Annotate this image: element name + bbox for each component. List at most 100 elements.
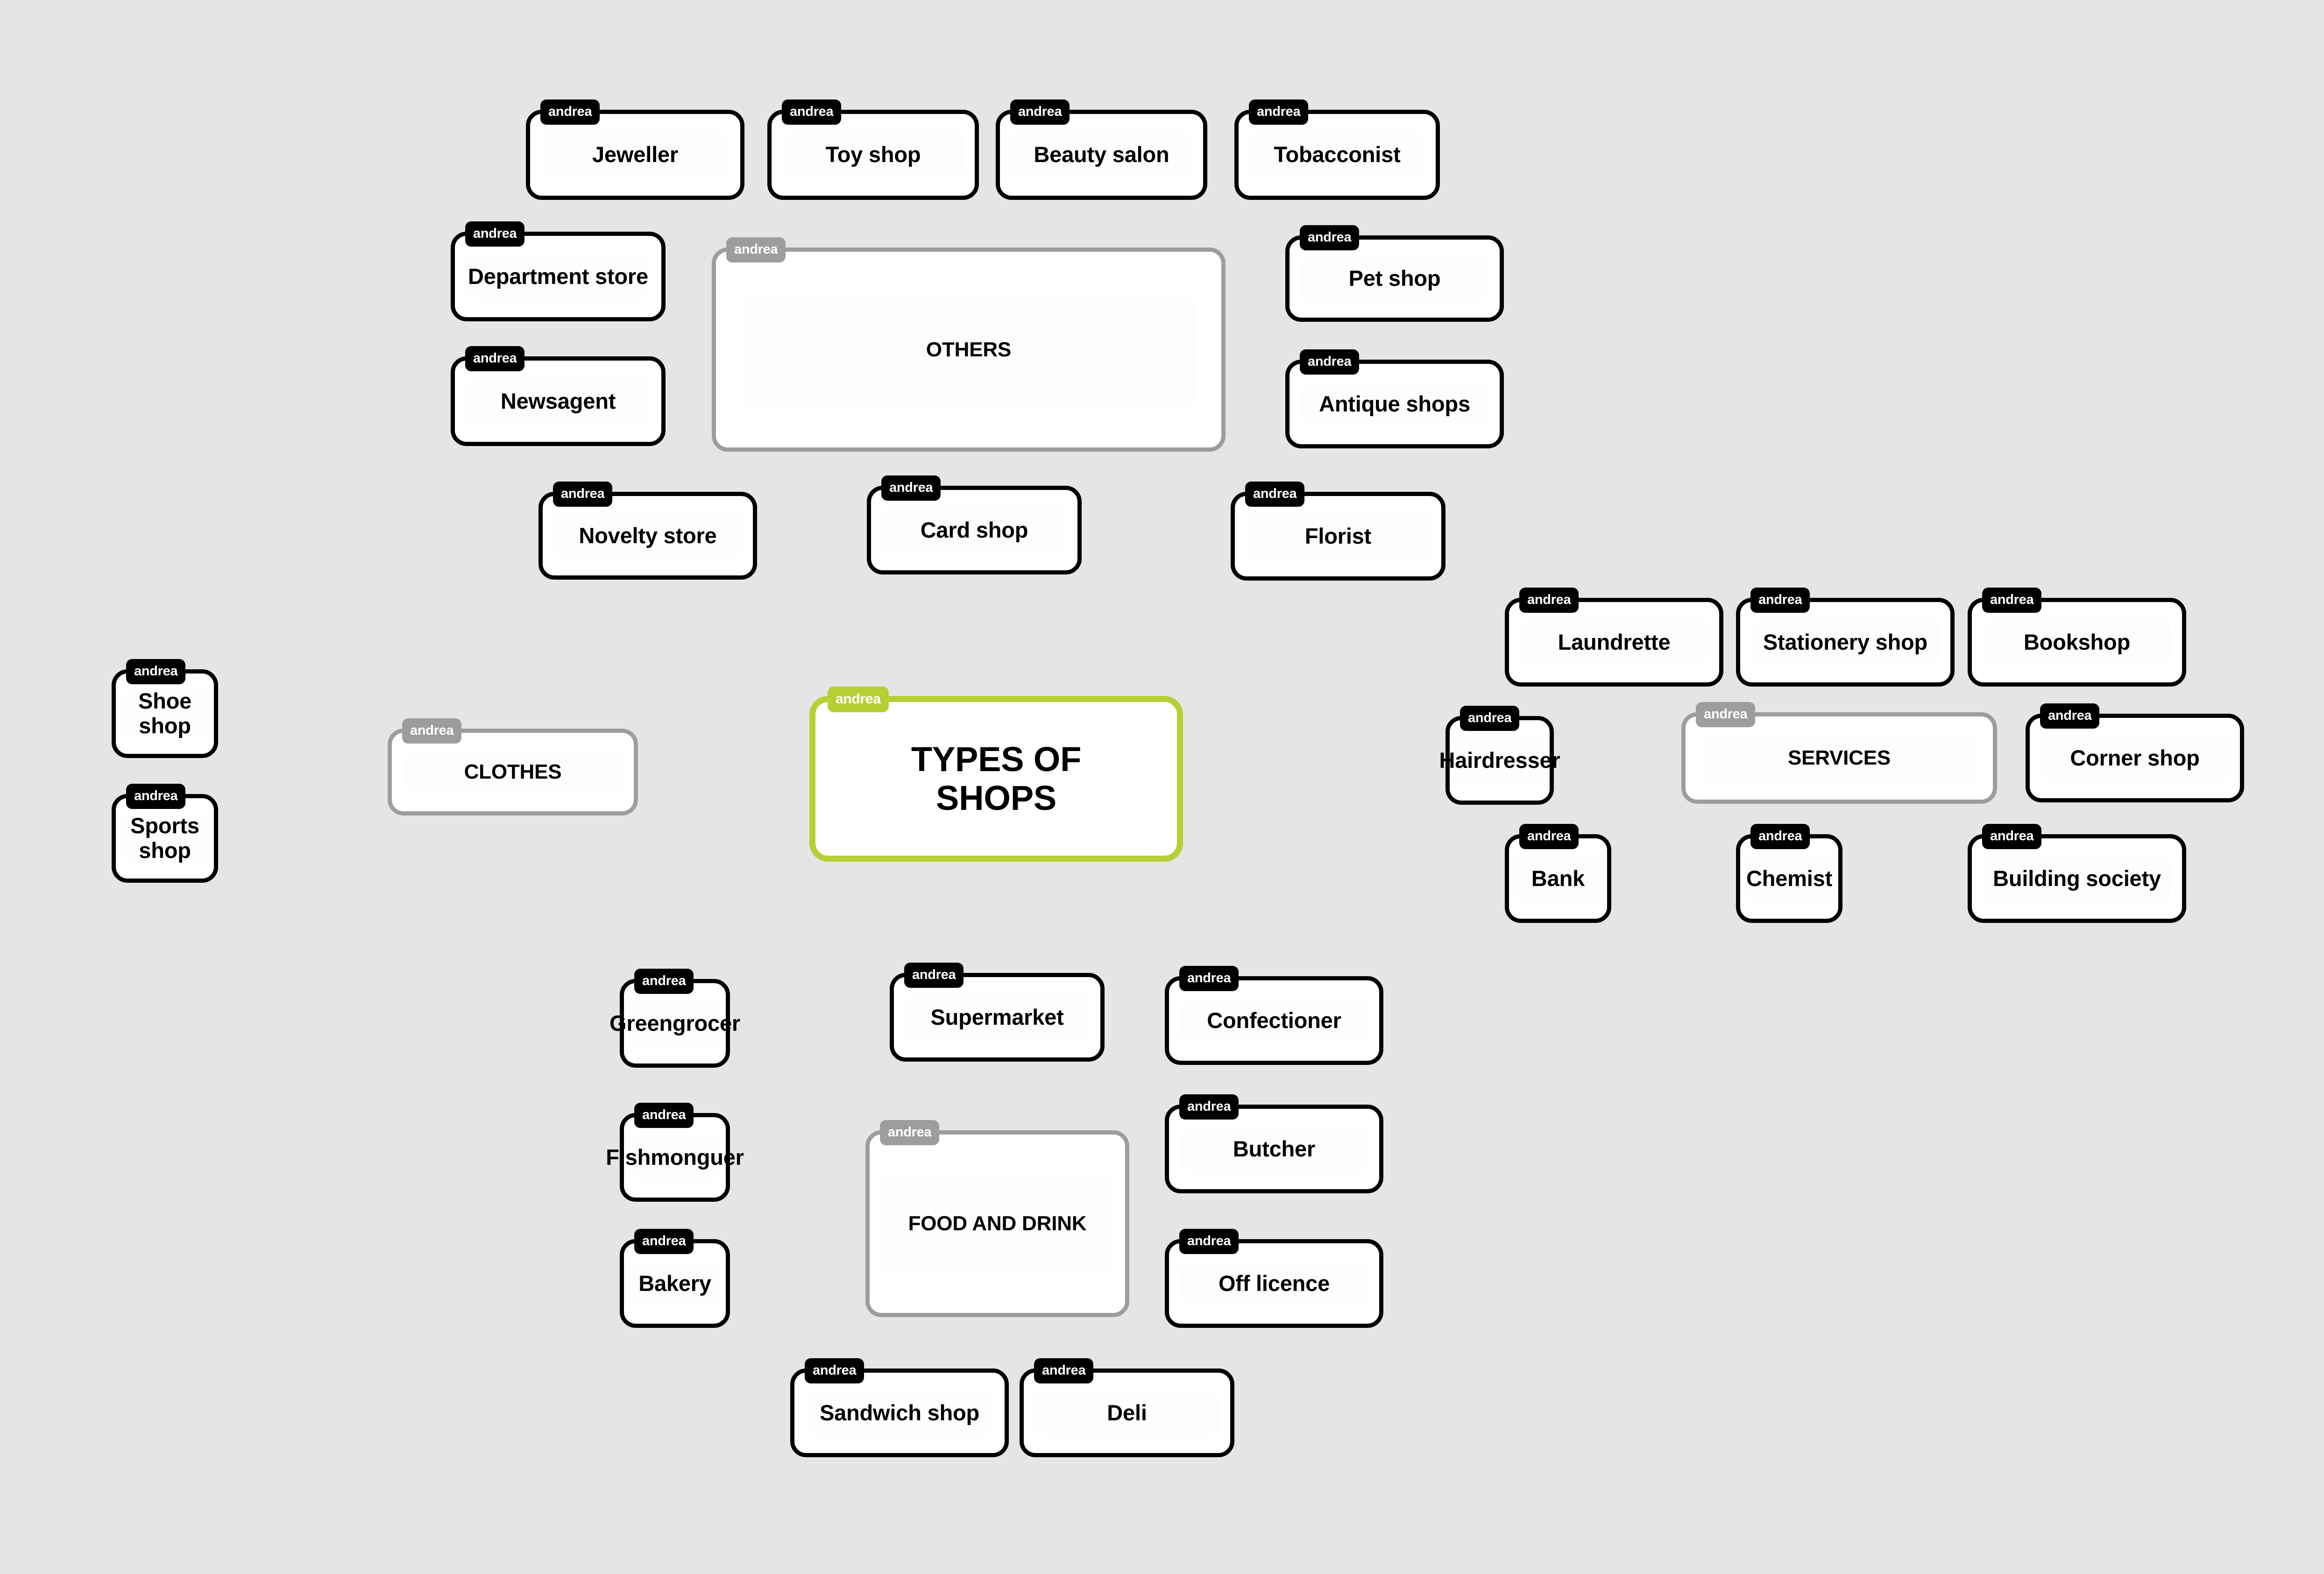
node-label-confectioner: Confectioner <box>1207 1007 1341 1033</box>
node-label-florist: Florist <box>1304 523 1372 548</box>
node-label-department_store: Department store <box>468 263 648 289</box>
node-label-beauty_salon: Beauty salon <box>1034 142 1169 167</box>
owner-tag: andrea <box>881 475 941 501</box>
node-label-supermarket: Supermarket <box>930 1004 1064 1029</box>
node-label-novelty_store: Novelty store <box>579 523 717 548</box>
node-label-butcher: Butcher <box>1233 1136 1316 1161</box>
owner-tag: andrea <box>1179 1229 1239 1254</box>
owner-tag: andrea <box>1460 706 1520 731</box>
node-label-bank: Bank <box>1531 865 1585 891</box>
node-label-food_and_drink: FOOD AND DRINK <box>908 1212 1087 1235</box>
owner-tag: andrea <box>1010 99 1070 125</box>
owner-tag: andrea <box>1179 1094 1239 1120</box>
node-label-greengrocer: Greengrocer <box>609 1010 740 1035</box>
owner-tag: andrea <box>1982 588 2042 613</box>
owner-tag: andrea <box>805 1358 864 1383</box>
node-label-jeweller: Jeweller <box>592 142 678 167</box>
owner-tag: andrea <box>553 482 613 507</box>
node-label-deli: Deli <box>1107 1400 1147 1425</box>
owner-tag: andrea <box>2040 703 2100 729</box>
node-label-chemist: Chemist <box>1746 865 1833 891</box>
node-label-fishmonguer: Fishmonguer <box>606 1144 744 1170</box>
owner-tag: andrea <box>880 1120 940 1145</box>
node-label-tobacconist: Tobacconist <box>1274 142 1401 167</box>
node-label-stationery_shop: Stationery shop <box>1763 629 1928 654</box>
node-label-shoe_shop: Shoe shop <box>138 688 192 738</box>
owner-tag: andrea <box>782 99 842 125</box>
owner-tag: andrea <box>1249 99 1309 125</box>
owner-tag: andrea <box>726 237 786 262</box>
owner-tag: andrea <box>126 784 186 809</box>
owner-tag: andrea <box>1519 824 1579 849</box>
node-label-building_society: Building society <box>1993 865 2161 891</box>
owner-tag: andrea <box>634 1229 694 1254</box>
node-label-antique_shops: Antique shops <box>1319 391 1470 416</box>
node-label-bakery: Bakery <box>638 1270 711 1296</box>
owner-tag: andrea <box>1750 588 1810 613</box>
owner-tag: andrea <box>1300 225 1360 250</box>
owner-tag: andrea <box>126 659 186 684</box>
owner-tag: andrea <box>1179 966 1239 991</box>
node-label-services: SERVICES <box>1787 746 1891 770</box>
owner-tag: andrea <box>1519 588 1579 613</box>
node-label-card_shop: Card shop <box>920 517 1028 542</box>
node-label-laundrette: Laundrette <box>1558 629 1671 654</box>
owner-tag: andrea <box>1300 349 1360 375</box>
owner-tag: andrea <box>634 1103 694 1128</box>
node-label-clothes: CLOTHES <box>464 760 562 784</box>
node-label-bookshop: Bookshop <box>2023 629 2131 654</box>
owner-tag: andrea <box>634 969 694 994</box>
node-label-hairdresser: Hairdresser <box>1439 747 1560 773</box>
node-label-sandwich_shop: Sandwich shop <box>819 1400 980 1425</box>
owner-tag: andrea <box>828 687 889 712</box>
owner-tag: andrea <box>1982 824 2042 849</box>
owner-tag: andrea <box>904 963 964 988</box>
owner-tag: andrea <box>402 718 462 744</box>
owner-tag: andrea <box>465 346 525 371</box>
node-label-off_licence: Off licence <box>1218 1270 1330 1296</box>
owner-tag: andrea <box>1696 702 1756 727</box>
node-label-sports_shop: Sports shop <box>130 813 199 863</box>
node-label-newsagent: Newsagent <box>500 388 616 413</box>
node-label-toy_shop: Toy shop <box>825 142 921 167</box>
node-label-corner_shop: Corner shop <box>2070 745 2200 770</box>
owner-tag: andrea <box>1245 482 1305 507</box>
owner-tag: andrea <box>1750 824 1810 849</box>
